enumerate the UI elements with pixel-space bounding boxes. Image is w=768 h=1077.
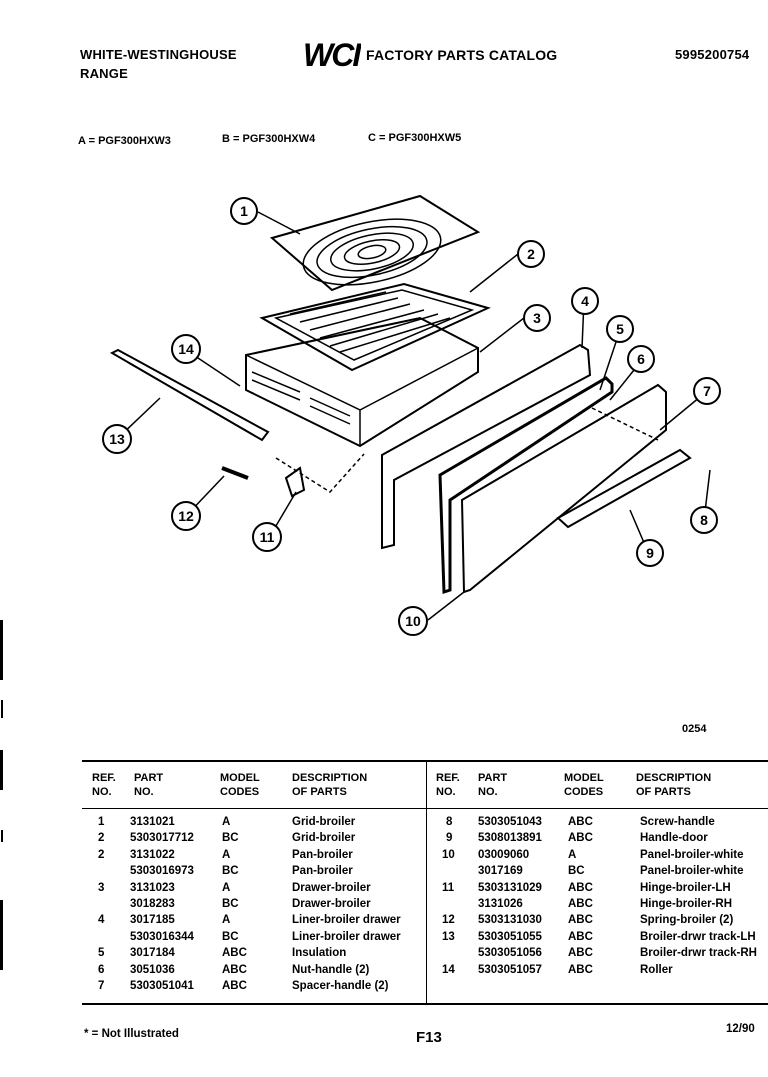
table-column-divider [426, 762, 427, 1003]
catalog-date: 12/90 [726, 1023, 755, 1035]
logo-text: WCI [303, 38, 361, 70]
figure-code: 0254 [682, 723, 707, 735]
catalog-title: FACTORY PARTS CATALOG [366, 47, 558, 63]
ref-no-header-right: REF. NO. [436, 772, 460, 798]
svg-text:11: 11 [260, 529, 275, 545]
svg-text:1: 1 [240, 203, 248, 219]
footnote: * = Not Illustrated [84, 1028, 179, 1040]
callout-11: 11 [252, 522, 282, 552]
callout-2: 2 [517, 240, 545, 268]
svg-text:5: 5 [616, 321, 624, 337]
callout-12: 12 [171, 501, 201, 531]
product-type: RANGE [80, 66, 128, 81]
ref-no-header: REF. NO. [92, 772, 116, 798]
exploded-parts-diagram: 1 2 3 4 5 6 7 8 9 10 11 12 13 14 [102, 194, 721, 636]
part-no-header-right: PART NO. [478, 772, 508, 798]
svg-text:8: 8 [700, 512, 708, 528]
pan-broiler-part [259, 282, 491, 372]
table-header-rule [82, 808, 768, 809]
description-header: DESCRIPTION OF PARTS [292, 772, 368, 798]
model-codes-header-right: MODEL CODES [564, 772, 604, 798]
model-a: A = PGF300HXW3 [78, 135, 171, 147]
callout-14: 14 [171, 334, 201, 364]
callouts: 1 2 3 4 5 6 7 8 9 10 11 12 13 14 [102, 197, 721, 636]
svg-text:13: 13 [109, 431, 125, 447]
hinge-part [284, 466, 306, 498]
callout-4: 4 [571, 287, 599, 315]
callout-9: 9 [636, 539, 664, 567]
track-part [109, 348, 270, 442]
svg-text:4: 4 [581, 293, 589, 309]
description-header-right: DESCRIPTION OF PARTS [636, 772, 712, 798]
callout-10: 10 [398, 606, 428, 636]
svg-text:12: 12 [178, 508, 194, 524]
drawer-broiler-part [245, 316, 479, 448]
catalog-number: 5995200754 [675, 47, 750, 62]
callout-8: 8 [690, 506, 718, 534]
table-bottom-rule [82, 1003, 768, 1005]
callout-5: 5 [606, 315, 634, 343]
page-number: F13 [416, 1029, 442, 1046]
svg-text:9: 9 [646, 545, 654, 561]
spring-part [221, 466, 249, 480]
insulation-part [438, 376, 614, 595]
scan-edge-marks [0, 620, 3, 970]
grid-broiler-part [269, 194, 481, 292]
brand-name: WHITE-WESTINGHOUSE [80, 47, 237, 62]
svg-text:6: 6 [637, 351, 645, 367]
model-c: C = PGF300HXW5 [368, 132, 462, 144]
svg-text:14: 14 [178, 341, 194, 357]
handle-part [556, 448, 692, 529]
wci-logo: WCI [303, 37, 364, 73]
callout-1: 1 [230, 197, 258, 225]
svg-text:10: 10 [405, 613, 421, 629]
model-codes-header: MODEL CODES [220, 772, 260, 798]
model-b: B = PGF300HXW4 [222, 133, 316, 145]
callout-3: 3 [523, 304, 551, 332]
table-top-rule [82, 760, 768, 762]
svg-text:7: 7 [703, 383, 711, 399]
part-no-header: PART NO. [134, 772, 164, 798]
callout-7: 7 [693, 377, 721, 405]
callout-6: 6 [627, 345, 655, 373]
callout-13: 13 [102, 424, 132, 454]
liner-part [381, 343, 592, 550]
svg-text:2: 2 [527, 246, 535, 262]
svg-text:3: 3 [533, 310, 541, 326]
